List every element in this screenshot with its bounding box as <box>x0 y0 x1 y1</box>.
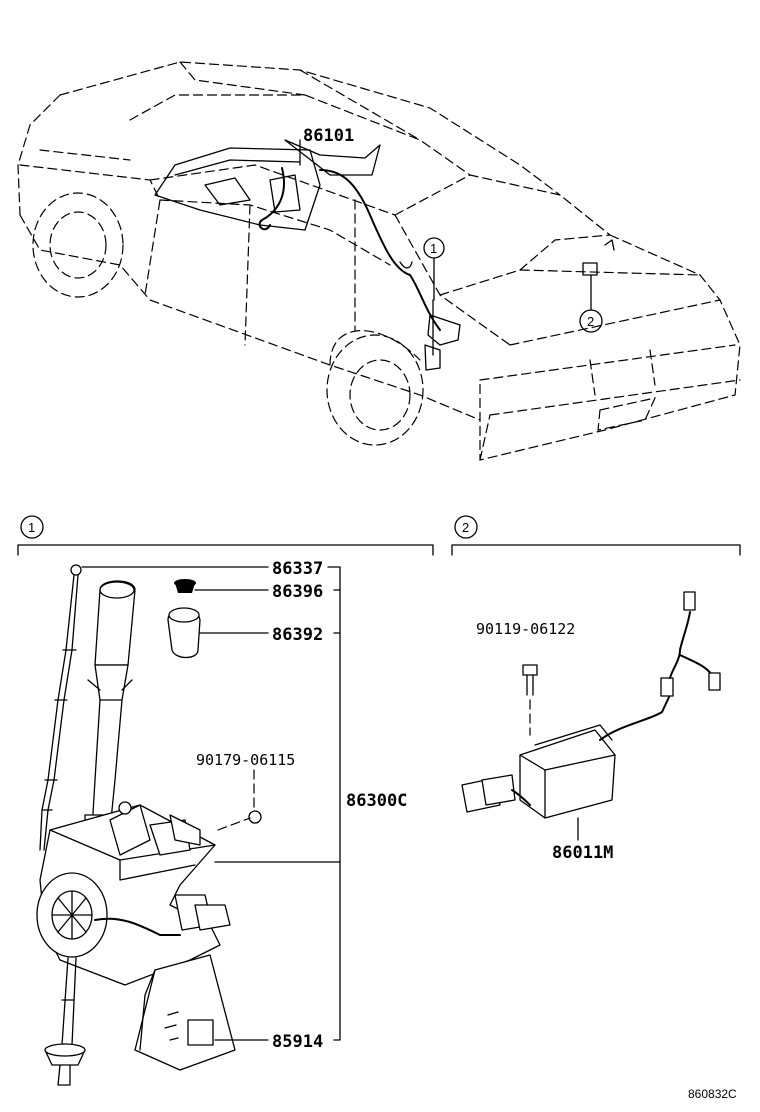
part-number-86011M: 86011M <box>552 843 613 863</box>
part-number-85914: 85914 <box>272 1032 323 1052</box>
figure-code: 860832C <box>688 1087 737 1101</box>
section-1-leaders <box>81 566 341 1041</box>
callout-86101: 86101 <box>299 126 354 166</box>
module-85914 <box>134 954 236 1071</box>
section-2-header: 2 <box>451 515 741 556</box>
callout-circle-2: 2 <box>579 274 603 333</box>
callout-number-1: 1 <box>430 241 437 256</box>
car-illustration <box>17 61 741 461</box>
antenna-assembly <box>36 580 231 1086</box>
callout-number-2: 2 <box>587 314 594 329</box>
part-number-86300C: 86300C <box>346 791 407 811</box>
cap-parts <box>167 579 262 831</box>
callout-circle-1: 1 <box>423 237 445 301</box>
section-number-1: 1 <box>28 520 35 535</box>
module-86011M <box>461 591 721 819</box>
part-number-86101: 86101 <box>303 126 354 146</box>
part-number-90119-06122: 90119-06122 <box>476 620 575 638</box>
antenna-rod <box>39 564 82 851</box>
part-number-86392: 86392 <box>272 625 323 645</box>
part-number-90179-06115: 90179-06115 <box>196 751 295 769</box>
part-number-86337: 86337 <box>272 559 323 579</box>
section-number-2: 2 <box>462 520 469 535</box>
part-number-86396: 86396 <box>272 582 323 602</box>
section-1-header: 1 <box>17 515 434 556</box>
